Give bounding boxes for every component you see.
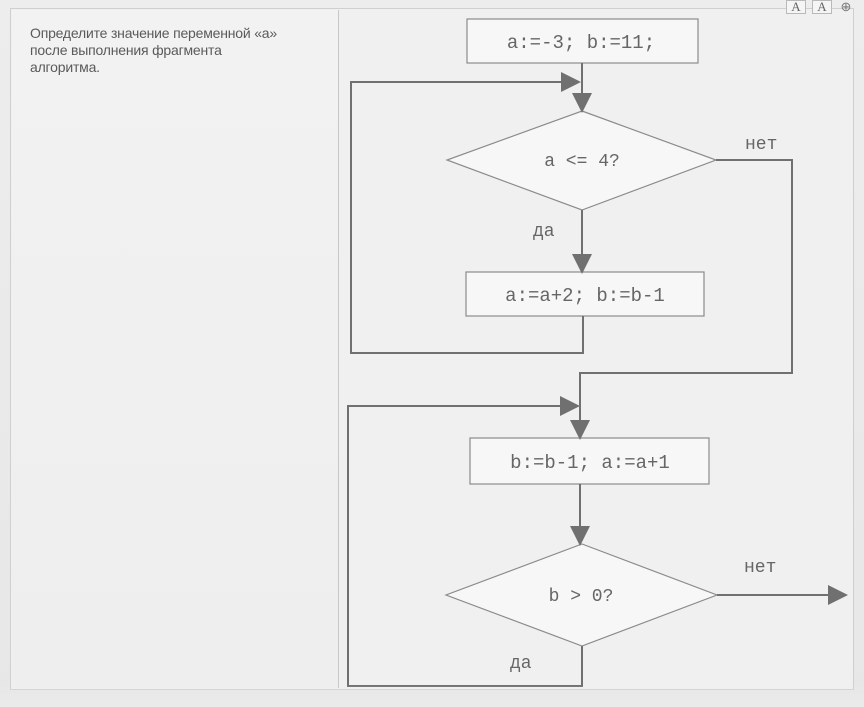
font-size-large-button[interactable]: A: [812, 0, 832, 14]
loop-1-body-text: a:=a+2; b:=b-1: [505, 285, 665, 307]
loop-1-body-box: [465, 271, 705, 317]
question-line-3: алгоритма.: [30, 59, 100, 75]
font-size-small-button[interactable]: A: [786, 0, 806, 14]
question-pane: Определите значение переменной «а» после…: [12, 10, 339, 688]
zoom-icon[interactable]: ⊕: [840, 0, 852, 14]
start-box: [466, 18, 699, 64]
start-box-text: a:=-3; b:=11;: [507, 32, 655, 54]
loop-2-body-box: [469, 437, 710, 485]
view-controls: A A ⊕: [786, 0, 854, 14]
bottom-fade: [0, 685, 864, 707]
loop-2-body-text: b:=b-1; a:=a+1: [510, 452, 670, 474]
condition-1-no-label: нет: [745, 135, 777, 155]
condition-2-text: b > 0?: [549, 587, 614, 607]
condition-1-text: a <= 4?: [544, 152, 620, 172]
condition-2-yes-label: да: [510, 654, 532, 674]
question-line-1: Определите значение переменной «а»: [30, 25, 277, 41]
loop-1-return-path: [350, 72, 584, 354]
question-line-2: после выполнения фрагмента: [30, 42, 222, 58]
condition-1-yes-label: да: [533, 222, 555, 242]
condition-2-no-label: нет: [744, 558, 776, 578]
condition-1-no-path: [570, 159, 793, 440]
question-text: Определите значение переменной «а» после…: [30, 25, 348, 76]
